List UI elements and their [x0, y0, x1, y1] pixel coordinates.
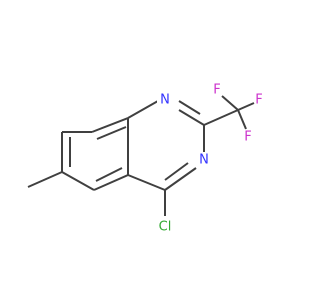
- atom-labels: N N Cl F F F: [155, 83, 263, 236]
- bond-c4a-c5-inner: [95, 167, 123, 182]
- bond-cf3-f2: [237, 102, 255, 111]
- bond-cf3-f3: [237, 109, 247, 130]
- atom-label-n3: N: [199, 153, 209, 168]
- bond-c8-c8a: [91, 117, 129, 133]
- bond-n1-c2: [178, 109, 205, 126]
- bond-cf3-f1: [221, 95, 239, 111]
- bond-c8-c8a-inner: [96, 126, 127, 140]
- bond-c4a-c5: [93, 174, 129, 191]
- atom-label-f3: F: [244, 130, 251, 145]
- bond-n1-c2-inner: [178, 100, 201, 115]
- structure-diagram: N N Cl F F F: [27, 83, 263, 236]
- bond-n3-c4-inner: [164, 162, 189, 181]
- atom-label-n1: N: [160, 93, 170, 108]
- bond-c6-methyl: [27, 171, 63, 188]
- bond-c4-c4a: [127, 174, 166, 191]
- atom-label-f2: F: [255, 93, 262, 108]
- bonds: [27, 95, 255, 216]
- bond-c2-cf3: [203, 109, 239, 126]
- bond-n3-c4: [164, 167, 197, 191]
- atom-label-cl: Cl: [159, 220, 172, 235]
- bond-c5-c6: [61, 171, 95, 191]
- atom-label-f1: F: [213, 83, 220, 98]
